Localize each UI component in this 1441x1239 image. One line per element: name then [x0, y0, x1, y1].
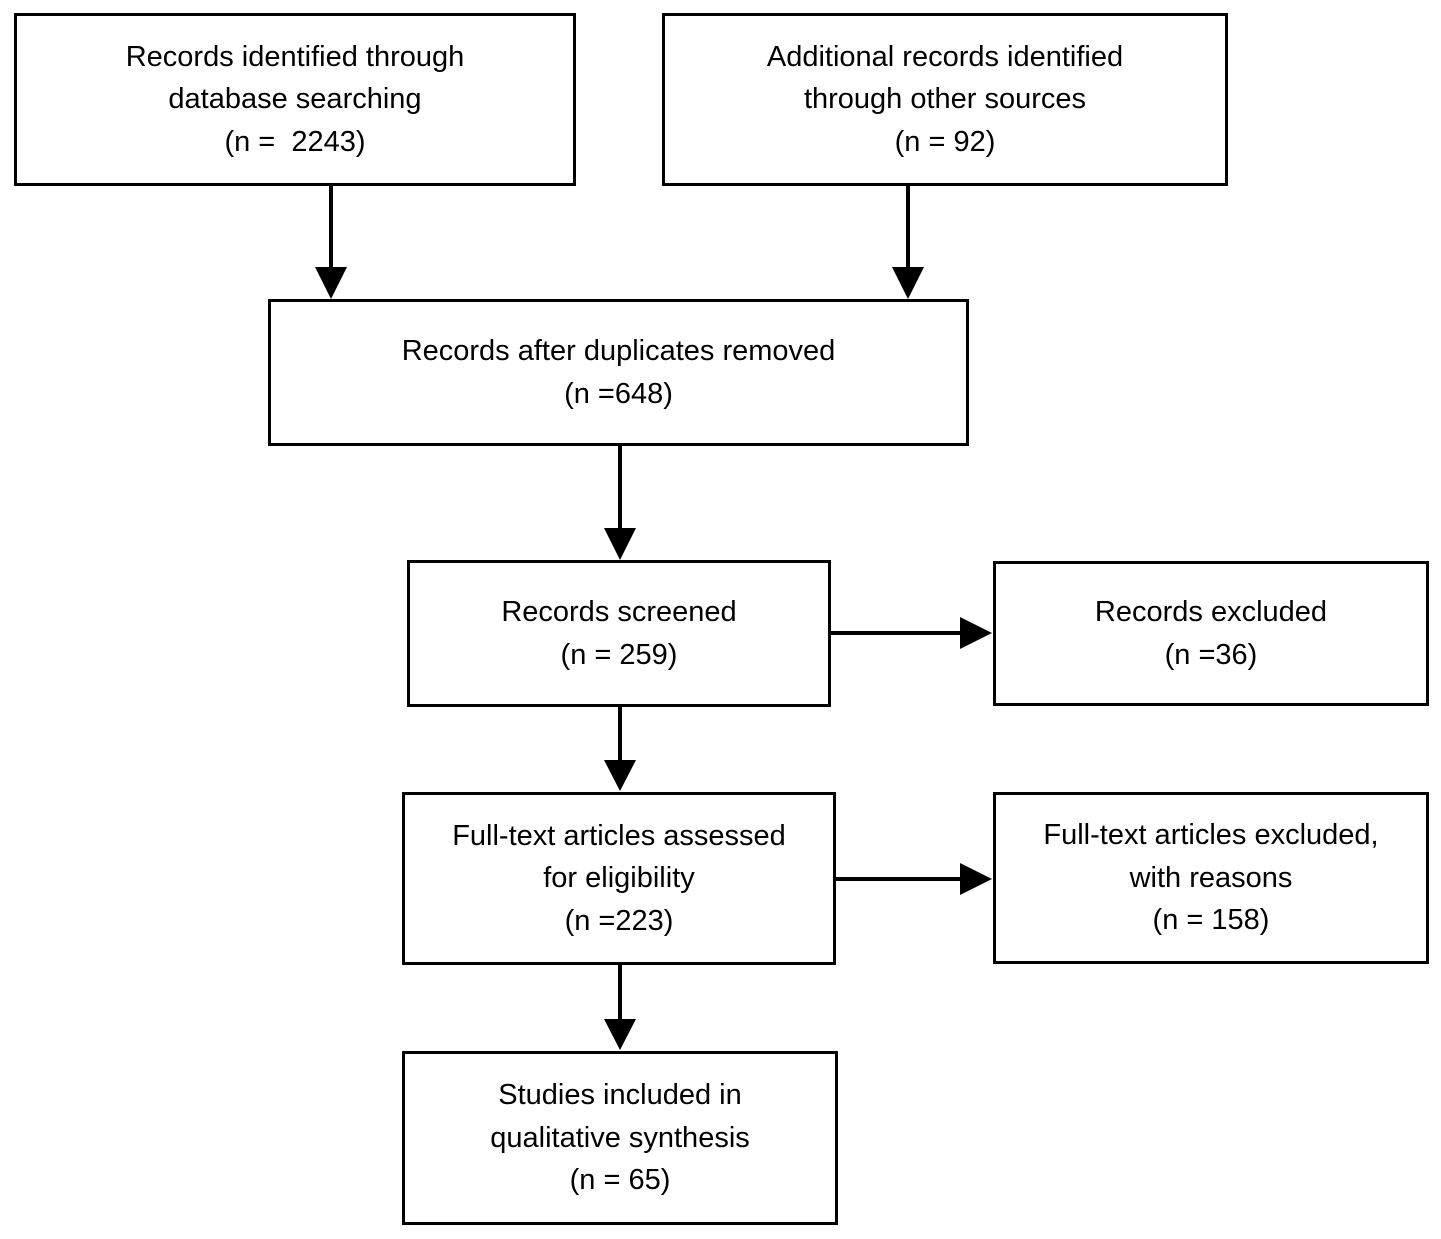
- flow-node-fulltext-excluded-label: Full-text articles excluded, with reason…: [1043, 819, 1379, 937]
- arrow-identified-to-duplicates: [315, 186, 347, 299]
- flow-node-studies-included: Studies included in qualitative synthesi…: [402, 1051, 838, 1225]
- arrow-additional-to-duplicates: [892, 186, 924, 299]
- arrow-fulltext-to-ft-excluded: [836, 863, 992, 895]
- arrow-duplicates-to-screened: [604, 446, 636, 560]
- arrow-screened-to-fulltext: [604, 707, 636, 791]
- flow-node-additional-records-label: Additional records identified through ot…: [766, 40, 1124, 158]
- flow-node-records-screened: Records screened (n = 259): [407, 560, 831, 707]
- flow-node-records-excluded: Records excluded (n =36): [993, 561, 1429, 706]
- flow-node-additional-records: Additional records identified through ot…: [662, 13, 1228, 186]
- flow-node-records-identified-label: Records identified through database sear…: [125, 40, 465, 158]
- flow-node-after-duplicates-label: Records after duplicates removed (n =648…: [401, 334, 836, 410]
- flow-node-studies-included-label: Studies included in qualitative synthesi…: [490, 1079, 750, 1197]
- flow-node-fulltext-excluded: Full-text articles excluded, with reason…: [993, 792, 1429, 964]
- arrow-fulltext-to-included: [604, 965, 636, 1050]
- flow-node-fulltext-assessed: Full-text articles assessed for eligibil…: [402, 792, 836, 965]
- flow-node-records-excluded-label: Records excluded (n =36): [1094, 595, 1328, 671]
- flow-node-after-duplicates: Records after duplicates removed (n =648…: [268, 299, 969, 446]
- flow-node-fulltext-assessed-label: Full-text articles assessed for eligibil…: [452, 819, 786, 937]
- flow-node-records-screened-label: Records screened (n = 259): [501, 595, 737, 671]
- arrow-screened-to-excluded: [831, 617, 992, 649]
- flow-node-records-identified: Records identified through database sear…: [14, 13, 576, 186]
